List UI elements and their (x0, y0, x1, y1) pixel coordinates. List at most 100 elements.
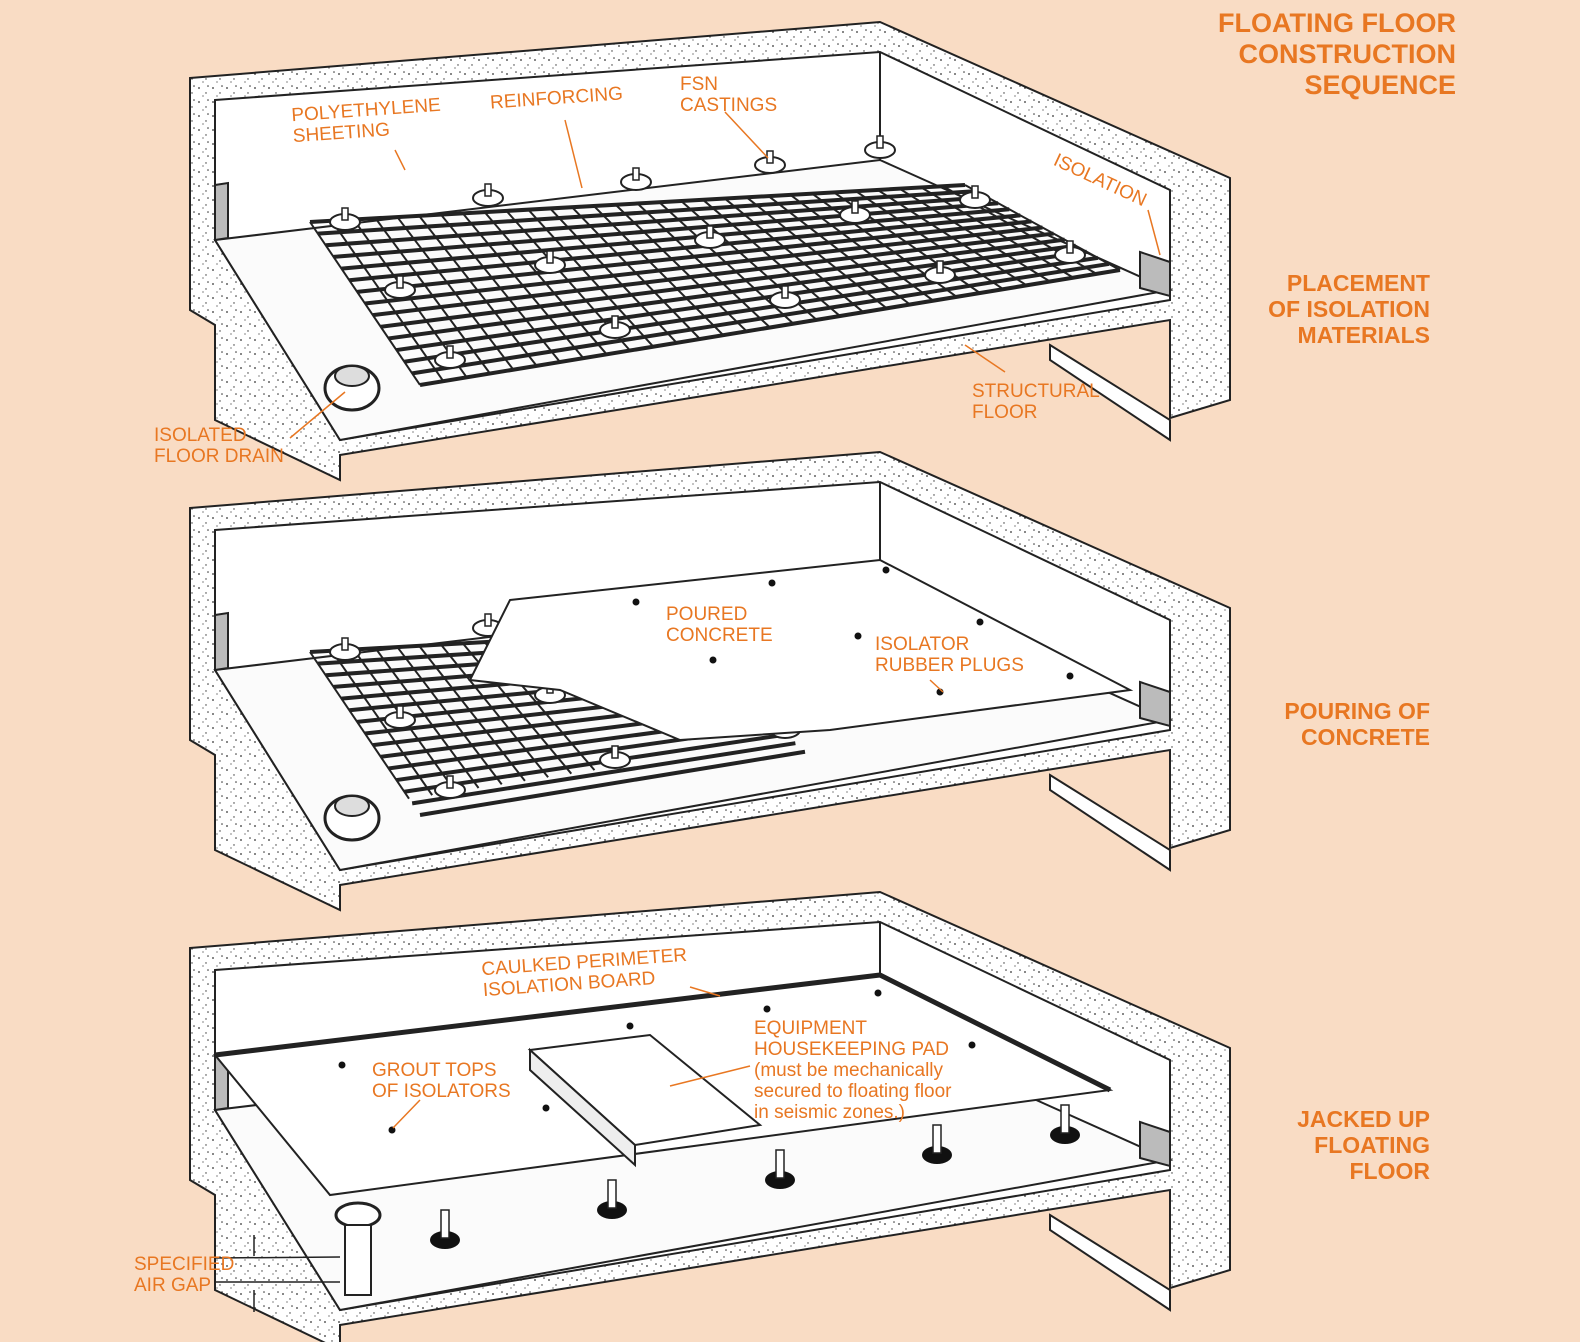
panel-step-3 (189, 890, 1231, 1342)
rebar-cross-bar (571, 206, 701, 340)
step1-caption: PLACEMENT OF ISOLATION MATERIALS (1268, 270, 1430, 348)
casting-stem (546, 250, 554, 264)
jacking-bolt (607, 1179, 617, 1209)
rebar-cross-bar (898, 187, 1051, 283)
casting-stem (706, 225, 714, 239)
step2-caption: POURING OF CONCRETE (1284, 698, 1430, 750)
panel-step-2 (189, 450, 1231, 912)
casting-stem (446, 345, 454, 359)
isolator-rubber-plug (854, 632, 862, 640)
floor-drain-grate (334, 365, 370, 387)
grout-top (542, 1104, 550, 1112)
rebar-cross-bar (593, 205, 725, 336)
casting-stem (446, 775, 454, 789)
jacking-isolator (1050, 1126, 1080, 1144)
rebar-cross-bar (418, 215, 538, 367)
label-structural-floor: STRUCTURAL FLOOR (972, 381, 1100, 423)
rebar-cross-bar (331, 220, 445, 382)
grout-top (338, 1061, 346, 1069)
leader-line (669, 1065, 751, 1087)
casting-stem (971, 185, 979, 199)
grout-top (968, 1041, 976, 1049)
rebar-bar (403, 732, 787, 794)
caulked-isolation-board (214, 972, 881, 1058)
label-poured-concrete: POURED CONCRETE (666, 604, 773, 646)
label-isolated-floor-drain: ISOLATED FLOOR DRAIN (154, 425, 284, 467)
jacking-isolator (597, 1201, 627, 1219)
leader-line (392, 1099, 421, 1129)
casting-stem (876, 135, 884, 149)
grout-top (874, 989, 882, 997)
grout-top (763, 1005, 771, 1013)
caulked-isolation-board (878, 972, 1112, 1093)
label-specified-air-gap: SPECIFIED AIR GAP (134, 1254, 235, 1296)
casting-stem (781, 285, 789, 299)
casting-stem (484, 183, 492, 197)
casting-stem (851, 200, 859, 214)
rebar-cross-bar (789, 194, 934, 302)
rebar-cross-bar (396, 646, 503, 786)
leader-line (1147, 209, 1161, 256)
jacking-isolator (765, 1171, 795, 1189)
rebar-cross-bar (636, 202, 771, 329)
label-grout-tops: GROUT TOPS OF ISOLATORS (372, 1060, 511, 1102)
rebar-cross-bar (462, 212, 585, 359)
casting-stem (341, 637, 349, 651)
rebar-cross-bar (374, 647, 480, 789)
isolator-rubber-plug (1066, 672, 1074, 680)
jacking-bolt (440, 1209, 450, 1239)
step3-caption: JACKED UP FLOATING FLOOR (1297, 1106, 1430, 1184)
rebar-cross-bar (483, 211, 608, 355)
leader-line (394, 149, 406, 171)
rebar-cross-bar (309, 651, 410, 800)
casting-stem (936, 260, 944, 274)
rebar-bar (419, 749, 806, 817)
rebar-cross-bar (527, 208, 655, 348)
isolator-rubber-plug (976, 618, 984, 626)
rebar-cross-bar (374, 217, 491, 375)
jacking-bolt (775, 1149, 785, 1179)
casting-stem (341, 207, 349, 221)
label-fsn-castings: FSN CASTINGS (680, 74, 778, 116)
casting-stem (1066, 240, 1074, 254)
isolation-board-left (214, 611, 229, 672)
diagram-title: FLOATING FLOOR CONSTRUCTION SEQUENCE (1218, 8, 1456, 100)
jacking-isolator (430, 1231, 460, 1249)
leader-line (564, 119, 583, 189)
isolator-rubber-plug (709, 656, 717, 664)
label-isolator-rubber-plugs: ISOLATOR RUBBER PLUGS (875, 634, 1024, 676)
casting-stem (611, 745, 619, 759)
leader-line (964, 344, 1006, 373)
leader-line (724, 111, 769, 159)
casting-stem (484, 613, 492, 627)
rebar-cross-bar (746, 196, 888, 310)
rebar-cross-bar (440, 643, 549, 778)
panel-step-1 (189, 20, 1231, 482)
rebar-bar (411, 741, 796, 806)
rebar-cross-bar (440, 213, 561, 363)
rebar-cross-bar (855, 190, 1004, 290)
leader-line (689, 986, 721, 997)
rebar-cross-bar (767, 195, 911, 306)
rebar-cross-bar (309, 221, 421, 386)
grout-top (626, 1022, 634, 1030)
isolator-rubber-plug (768, 579, 776, 587)
rebar-cross-bar (549, 207, 678, 344)
rebar-cross-bar (418, 645, 526, 782)
isolation-board-right (1139, 680, 1171, 728)
rebar-cross-bar (877, 189, 1028, 287)
rebar-cross-bar (702, 199, 841, 317)
housekeeping-pad-side (529, 1047, 636, 1168)
isolation-board-right (1139, 250, 1171, 298)
isolation-board-right (1139, 1120, 1171, 1168)
support-beam (1049, 1213, 1171, 1312)
isolator-rubber-plug (882, 566, 890, 574)
leader-line (214, 1256, 341, 1259)
rebar-cross-bar (920, 186, 1074, 279)
isolator-rubber-plug (632, 598, 640, 606)
rebar-cross-bar (724, 197, 864, 313)
support-beam (1049, 773, 1171, 872)
leader-line (289, 391, 346, 439)
floor-drain-grate (334, 795, 370, 817)
